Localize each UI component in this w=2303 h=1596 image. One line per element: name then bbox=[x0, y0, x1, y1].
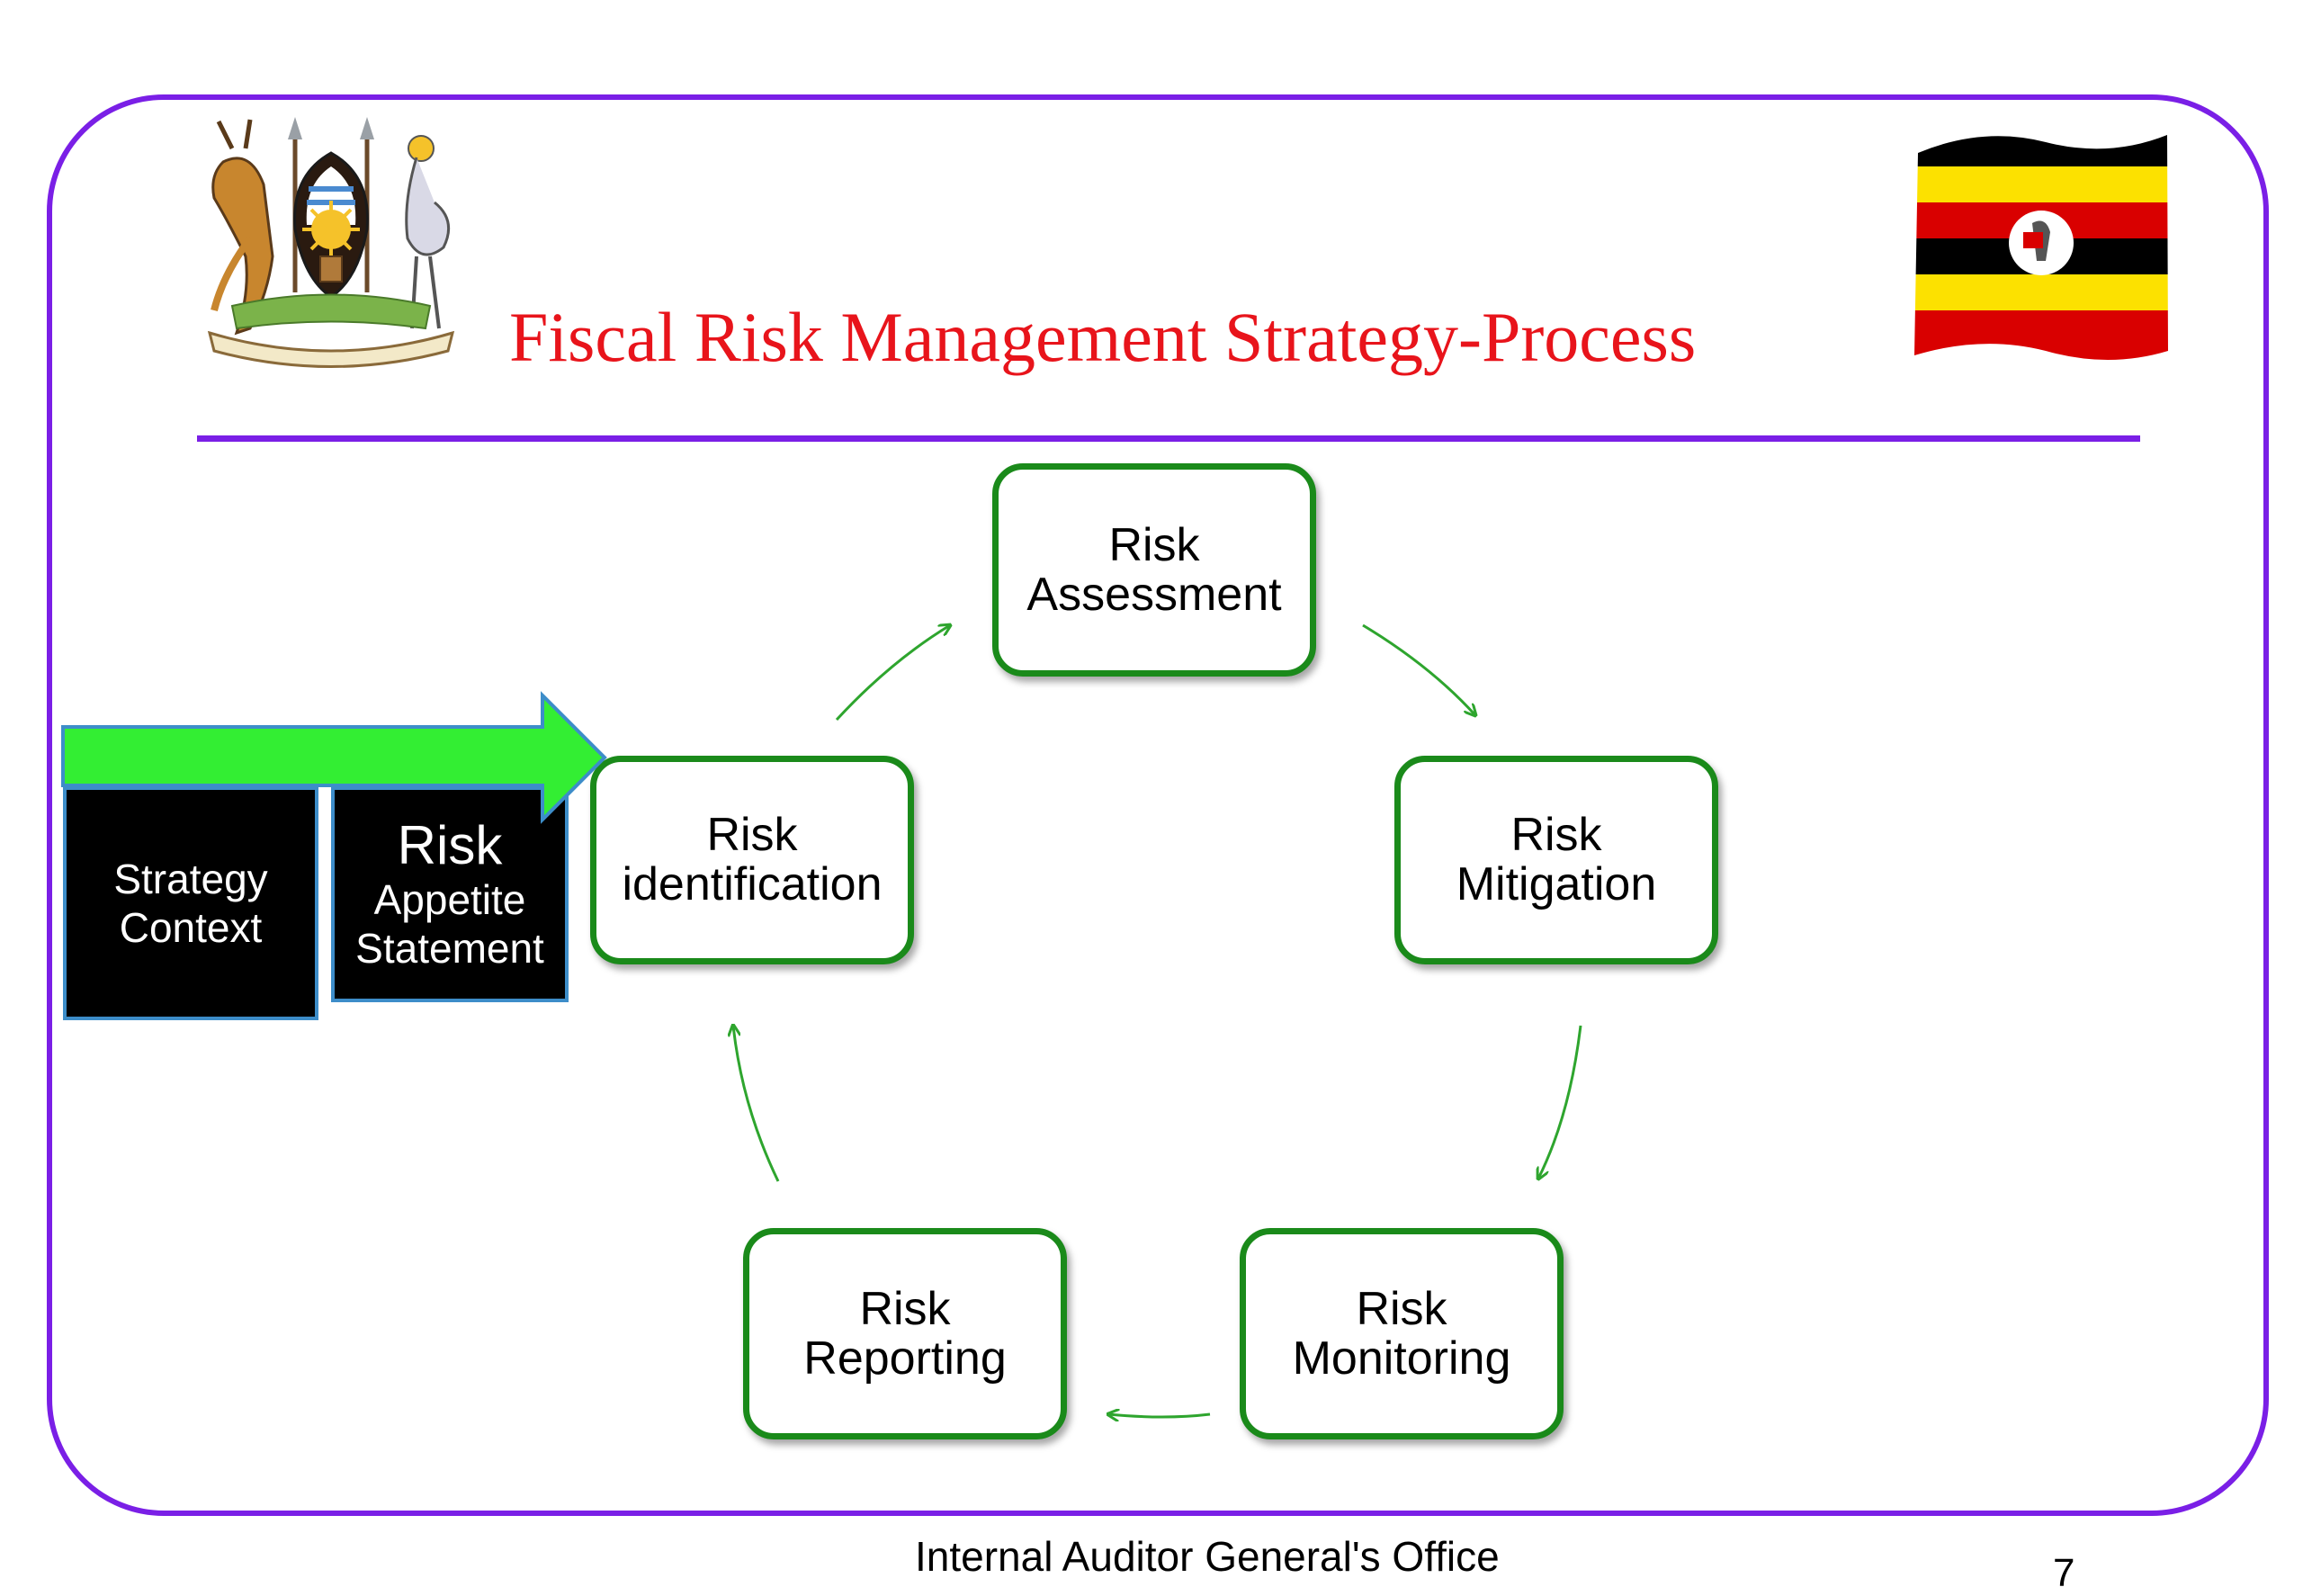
node-risk-reporting: Risk Reporting bbox=[743, 1228, 1067, 1439]
arrow-assessment-to-mitigation bbox=[1362, 623, 1475, 715]
arrow-mitigation-to-monitoring bbox=[1538, 1025, 1582, 1179]
footer-office: Internal Auditor General's Office bbox=[915, 1533, 1500, 1580]
node-risk-assessment: Risk Assessment bbox=[992, 463, 1316, 677]
uganda-flag-icon bbox=[1914, 135, 2168, 360]
arrow-monitoring-to-reporting bbox=[1108, 1414, 1211, 1417]
node-risk-identification: Risk identification bbox=[590, 756, 914, 964]
slide-title: Fiscal Risk Management Strategy-Process bbox=[509, 298, 1697, 376]
node-risk-monitoring: Risk Monitoring bbox=[1240, 1228, 1564, 1439]
arrow-reporting-to-identification bbox=[733, 1026, 780, 1182]
slide-frame bbox=[47, 94, 2269, 1516]
strategy-context-box: Strategy Context bbox=[63, 786, 318, 1020]
page-number: 7 bbox=[2053, 1551, 2075, 1595]
title-divider bbox=[197, 435, 2140, 442]
arrow-identification-to-assessment bbox=[835, 625, 950, 722]
node-risk-mitigation: Risk Mitigation bbox=[1394, 756, 1718, 964]
uganda-coat-of-arms-icon bbox=[207, 117, 455, 368]
risk-appetite-statement-box: Risk Appetite Statement bbox=[331, 786, 569, 1002]
